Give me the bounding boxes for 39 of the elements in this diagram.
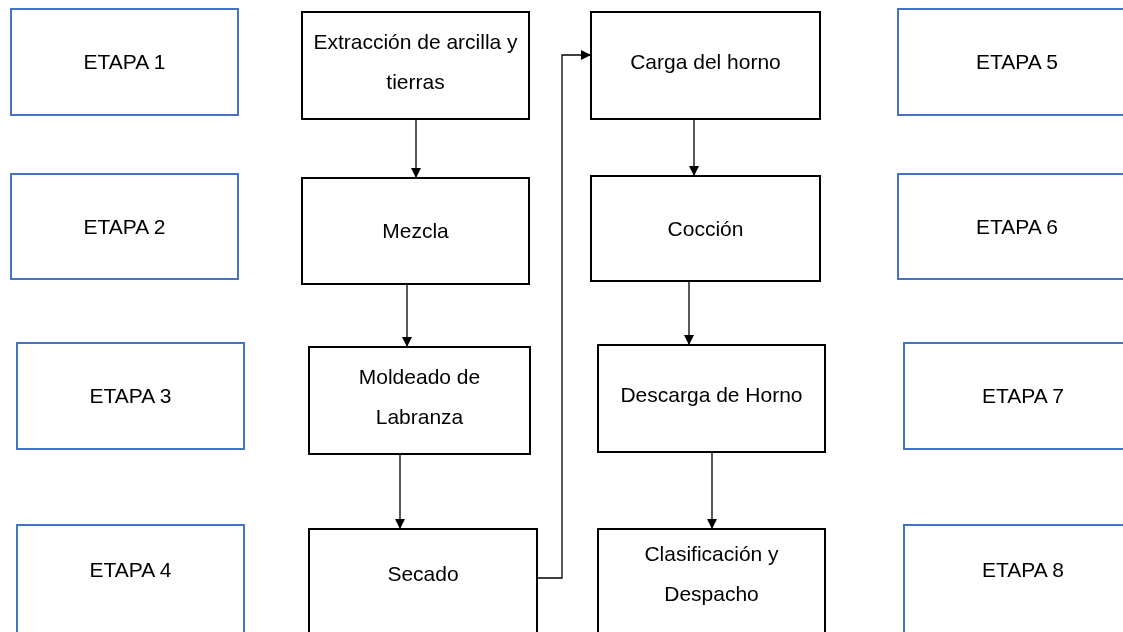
box-label: ETAPA 4 <box>88 557 173 583</box>
stage-box <box>897 8 1123 116</box>
box-label: ETAPA 3 <box>88 383 173 409</box>
stage-box <box>903 342 1123 450</box>
stage-box <box>903 524 1123 632</box>
process-box <box>590 11 821 120</box>
arrow <box>537 50 591 579</box>
stage-box <box>10 8 239 116</box>
process-box <box>308 346 531 455</box>
stage-box <box>10 173 239 280</box>
process-box <box>301 177 530 285</box>
stage-box <box>16 524 245 632</box>
process-box <box>308 528 538 632</box>
box-label: Clasificación y Despacho <box>643 541 780 607</box>
box-label: Cocción <box>666 215 745 242</box>
box-label: ETAPA 2 <box>82 213 167 240</box>
process-box <box>301 11 530 120</box>
box-label: Secado <box>386 561 460 587</box>
stage-box <box>897 173 1123 280</box>
box-label: Descarga de Horno <box>619 381 804 408</box>
arrow <box>411 119 421 178</box>
box-label: Mezcla <box>381 218 450 244</box>
box-label: Carga del horno <box>629 48 782 75</box>
stage-box <box>16 342 245 450</box>
process-box <box>597 344 826 453</box>
process-box <box>590 175 821 282</box>
process-box <box>597 528 826 632</box>
arrow <box>684 281 694 345</box>
arrow <box>707 452 717 529</box>
box-label: Moldeado de Labranza <box>357 363 482 430</box>
box-label: ETAPA 8 <box>980 557 1066 583</box>
arrow <box>395 454 405 529</box>
box-label: ETAPA 5 <box>974 49 1060 75</box>
arrow <box>402 284 412 347</box>
box-label: Extracción de arcilla y tierras <box>312 28 519 95</box>
arrow <box>689 119 699 176</box>
box-label: ETAPA 1 <box>82 49 167 75</box>
box-label: ETAPA 7 <box>980 383 1066 409</box>
box-label: ETAPA 6 <box>974 213 1060 240</box>
